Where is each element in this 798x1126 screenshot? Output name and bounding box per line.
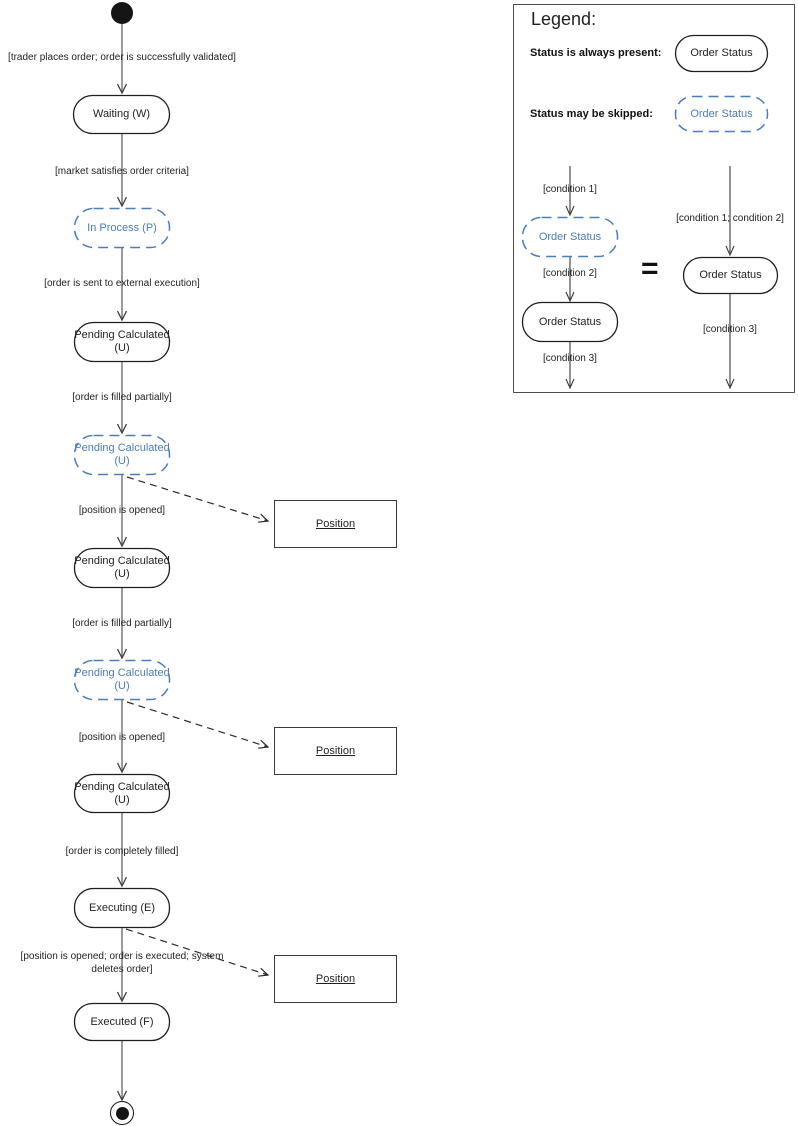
state-shapes <box>72 34 779 1042</box>
state-pending-calculated-3-shape <box>73 547 171 589</box>
transition-label-filled-partially-2: [order is filled partially] <box>72 618 172 629</box>
state-executed-shape <box>73 1002 171 1042</box>
state-executing-shape <box>73 887 171 929</box>
legend-condition-2: [condition 2] <box>543 268 597 279</box>
position-dependency-arrows <box>125 476 270 977</box>
initial-state <box>111 2 133 24</box>
main-flow-arrowheads <box>116 83 128 1102</box>
legend-title: Legend: <box>531 9 597 29</box>
legend-always-label: Status is always present: <box>530 47 662 59</box>
legend-left-skippable-state-shape <box>521 216 619 258</box>
transition-label-market-satisfies: [market satisfies order criteria] <box>55 166 189 177</box>
legend-left-always-state-shape <box>521 301 619 343</box>
position-box-1-label: Position <box>315 518 356 530</box>
legend-condition-3-left: [condition 3] <box>543 353 597 364</box>
state-in-process-shape <box>73 207 171 249</box>
position-box-3-label: Position <box>315 973 356 985</box>
state-pending-calculated-1-shape <box>73 321 171 363</box>
transition-label-position-opened-2: [position is opened] <box>78 732 166 743</box>
position-box-2-label: Position <box>315 745 356 757</box>
transition-label-order-validated: [trader places order; order is successfu… <box>8 52 236 63</box>
legend-equals-sign: = <box>641 252 659 285</box>
position-box-1: Position <box>274 500 397 548</box>
transition-label-completely-filled: [order is completely filled] <box>65 846 179 857</box>
transition-label-order-executed: [position is opened; order is executed; … <box>20 951 224 975</box>
legend-skip-label: Status may be skipped: <box>530 108 653 120</box>
position-box-3: Position <box>274 955 397 1003</box>
state-pending-calculated-5-shape <box>73 773 171 814</box>
legend-box <box>513 4 795 393</box>
transition-label-position-opened-1: [position is opened] <box>78 505 166 516</box>
state-pending-calculated-4-shape <box>73 659 171 701</box>
final-state <box>110 1101 134 1125</box>
legend-condition-1: [condition 1] <box>543 184 597 195</box>
legend-condition-1-2: [condition 1; condition 2] <box>676 213 784 224</box>
legend-condition-3-right: [condition 3] <box>703 324 757 335</box>
legend-connectors <box>565 166 735 390</box>
legend-skip-state-shape <box>674 95 769 133</box>
state-waiting-shape <box>72 94 171 135</box>
position-box-2: Position <box>274 727 397 775</box>
legend-right-state-shape <box>682 256 779 295</box>
transition-label-filled-partially-1: [order is filled partially] <box>72 392 172 403</box>
state-pending-calculated-2-shape <box>73 434 171 476</box>
transition-label-sent-to-execution: [order is sent to external execution] <box>44 278 200 289</box>
legend-always-state-shape <box>674 34 769 73</box>
final-state-dot-icon <box>115 1106 129 1120</box>
